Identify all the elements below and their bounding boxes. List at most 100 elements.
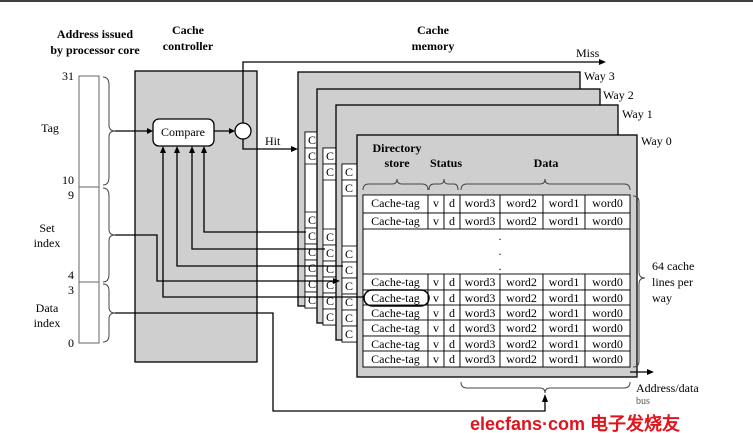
cell-text: word2 [506,337,537,351]
way-0-label: Way 0 [641,134,672,148]
connection-lines [115,59,606,412]
cell-text: word2 [506,352,537,366]
side-cell-letter: C [308,213,316,227]
way-1-label: Way 1 [622,107,653,121]
cell-text: word3 [465,196,496,210]
cell-text: Cache-tag [371,352,420,366]
set-index-label-2: index [34,236,61,250]
compare-box [152,118,215,147]
cell-text: word0 [592,196,623,210]
cell-text: Cache-tag [371,306,420,320]
side-cell-letter: C [326,294,334,308]
side-cell-letter: C [326,310,334,324]
cell-text: d [449,214,455,228]
cell-text: word1 [549,337,580,351]
data-label: Data [534,156,559,170]
hit-label: Hit [265,134,281,148]
way-3-label: Way 3 [584,69,615,83]
ellipsis-dot: . [499,229,502,243]
cell-text: d [449,306,455,320]
lines-label-2: lines per [652,275,693,289]
cell-text: Cache-tag [371,196,420,210]
directory-label-1: Directory [372,141,421,155]
cell-text: v [433,291,439,305]
set-index-label-1: Set [39,221,55,235]
cell-text: word1 [549,214,580,228]
cell-6 [584,350,631,368]
bit-4: 4 [68,268,74,282]
miss-label: Miss [576,46,600,60]
cell-text: word1 [549,275,580,289]
cell-text: Cache-tag [371,321,420,335]
way-2-label: Way 2 [603,88,634,102]
cell-text: word3 [465,306,496,320]
address-header-2: by processor core [50,43,140,57]
bit-3: 3 [68,283,74,297]
hit-arrow [291,146,298,152]
status-label: Status [430,156,462,170]
side-cell-letter: C [345,327,353,341]
cell-text: word1 [549,306,580,320]
lines-label-1: 64 cache [652,259,694,273]
cell-text: word3 [465,337,496,351]
bus-label-2: bus [636,396,650,407]
cell-text: v [433,321,439,335]
side-cell-letter: C [308,133,316,147]
miss-arrow [599,59,606,65]
ellipsis-dot: . [499,244,502,258]
compare-label: Compare [161,125,205,139]
cell-text: word1 [549,352,580,366]
side-cell-letter: C [345,263,353,277]
tag-label: Tag [41,121,59,135]
side-cell-letter: C [326,246,334,260]
memory-header-1: Cache [417,23,450,37]
ellipsis-dot: . [499,259,502,273]
data-index-label-1: Data [36,301,59,315]
cell-text: v [433,214,439,228]
cache-controller-block [134,70,258,363]
cell-text: Cache-tag [371,337,420,351]
cell-text: d [449,321,455,335]
cell-text: word2 [506,321,537,335]
cell-text: word2 [506,291,537,305]
side-cell-letter: C [308,277,316,291]
side-cell-letter: C [326,165,334,179]
bit-9: 9 [68,188,74,202]
cell-text: Cache-tag [371,291,420,305]
side-cell-letter: C [308,229,316,243]
cell-text: d [449,291,455,305]
side-cell-letter: C [308,293,316,307]
cell-text: word3 [465,352,496,366]
bit-10: 10 [62,173,74,187]
data-index-brace [102,283,116,343]
cell-text: word1 [549,291,580,305]
cell-6 [584,212,631,230]
hit-gate-circle [234,122,252,140]
cell-text: word0 [592,291,623,305]
cell-text: d [449,275,455,289]
cell-text: word1 [549,321,580,335]
side-cell-letter: C [345,165,353,179]
selected-tag-oval [363,289,430,307]
side-cell-letter: C [345,311,353,325]
side-cell-letter: C [308,261,316,275]
side-cell-letter: C [326,230,334,244]
watermark: elecfans·com 电子发烧友 [470,413,680,433]
cell-text: word0 [592,337,623,351]
tag-brace [102,76,116,186]
side-cell-letter: C [308,149,316,163]
cell-text: word3 [465,321,496,335]
cell-text: word0 [592,352,623,366]
controller-header-1: Cache [172,23,205,37]
cell-text: word0 [592,275,623,289]
cell-text: d [449,352,455,366]
